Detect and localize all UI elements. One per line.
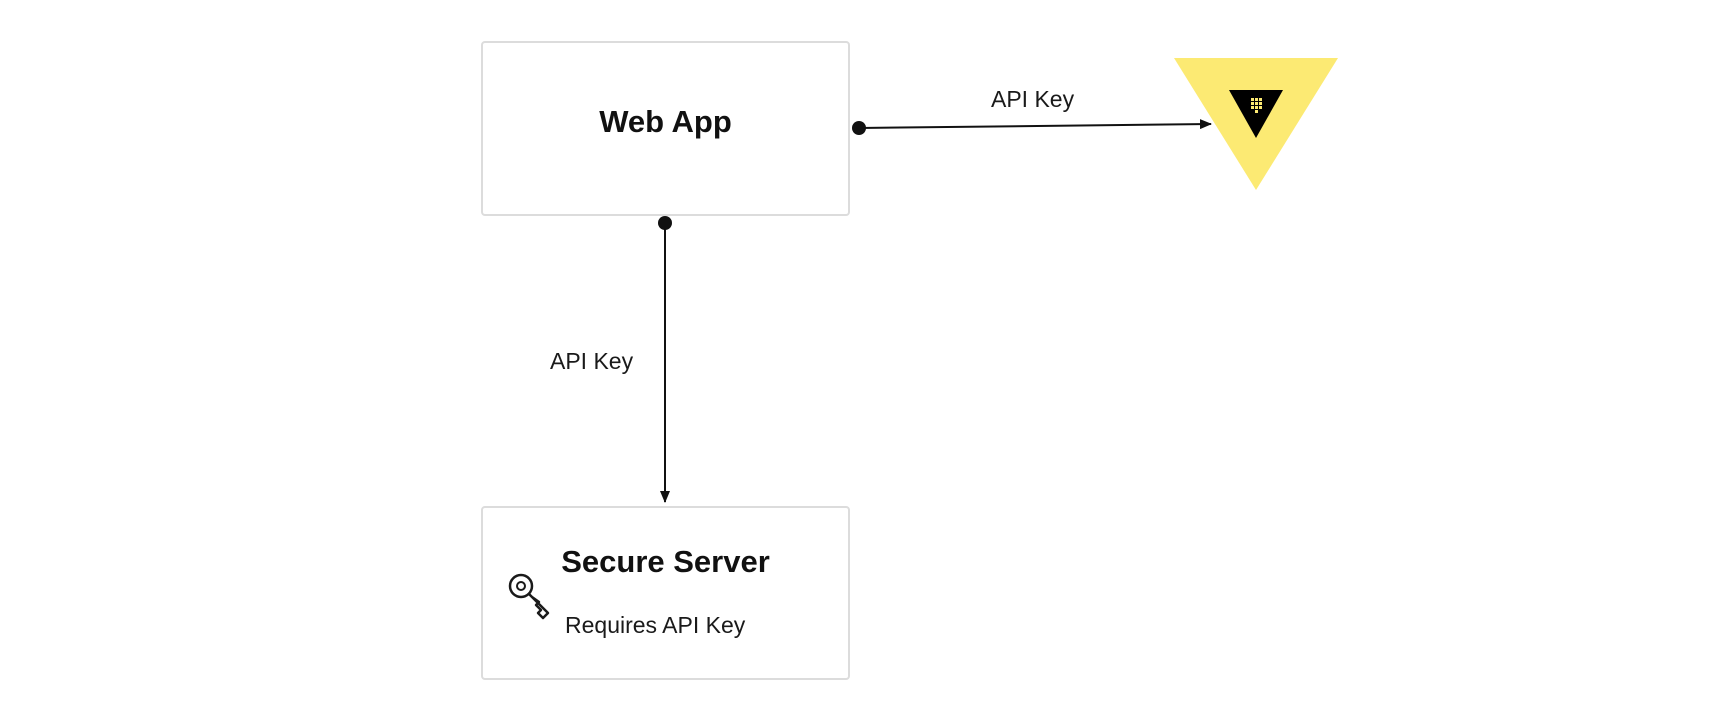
key-icon: [508, 573, 550, 620]
vault-logo-mark: [1229, 90, 1283, 138]
edge-label-webapp-secure-server: API Key: [550, 348, 634, 375]
secure-server-subtitle: Requires API Key: [565, 612, 746, 638]
edge-webapp-to-secure-server: [658, 216, 672, 503]
vault-logo: [1174, 58, 1338, 190]
secure-server-title: Secure Server: [561, 544, 770, 579]
edge-start-dot: [852, 121, 866, 135]
web-app-node[interactable]: Web App: [481, 41, 850, 216]
edge-start-dot: [658, 216, 672, 230]
web-app-title: Web App: [599, 104, 732, 139]
secure-server-node[interactable]: Secure Server Requires API Key: [481, 506, 850, 680]
edge-label-webapp-vault: API Key: [991, 86, 1075, 113]
vault-logo-grid: [1251, 98, 1262, 113]
edge-webapp-to-vault: [852, 119, 1212, 135]
